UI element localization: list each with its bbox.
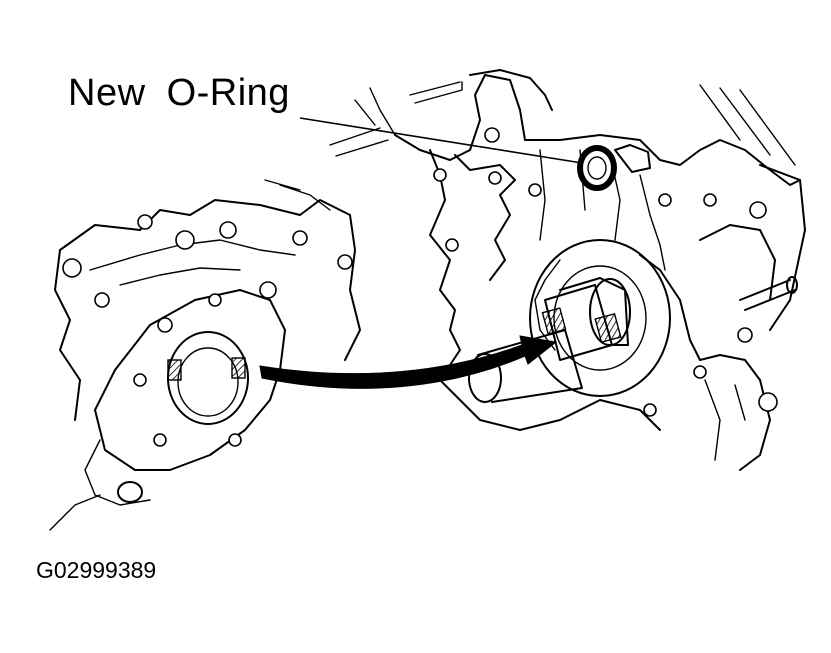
callout-leader-line xyxy=(299,117,583,164)
install-direction-arrow xyxy=(259,335,558,389)
figure-id-label: G02999389 xyxy=(36,557,157,583)
o-ring-callout-label: New O-Ring xyxy=(68,72,290,114)
o-ring-icon xyxy=(577,145,617,191)
engine-block xyxy=(329,69,806,471)
crankshaft xyxy=(468,277,631,403)
oil-pump xyxy=(49,179,361,531)
